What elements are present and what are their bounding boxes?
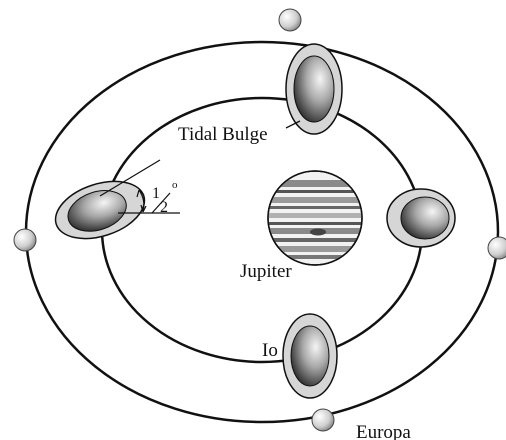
great-red-spot — [310, 229, 326, 236]
angle-numerator: 1 — [152, 185, 160, 202]
io-left — [48, 171, 152, 249]
europa-top — [279, 9, 301, 31]
jupiter-label: Jupiter — [240, 261, 292, 282]
europa-right — [488, 237, 506, 259]
europa-bottom — [312, 409, 334, 431]
angle-label: 1 2 o — [152, 179, 178, 216]
angle-denominator: 2 — [160, 199, 168, 216]
tidal-bulge-label: Tidal Bulge — [178, 124, 268, 145]
europa-label: Europa — [356, 422, 411, 440]
jupiter-planet — [260, 171, 370, 265]
europa-left — [14, 229, 36, 251]
io-top — [286, 44, 342, 134]
io-right — [387, 189, 455, 247]
io-label: Io — [262, 340, 278, 361]
angle-degree: o — [172, 179, 178, 191]
io-bottom — [283, 314, 337, 398]
